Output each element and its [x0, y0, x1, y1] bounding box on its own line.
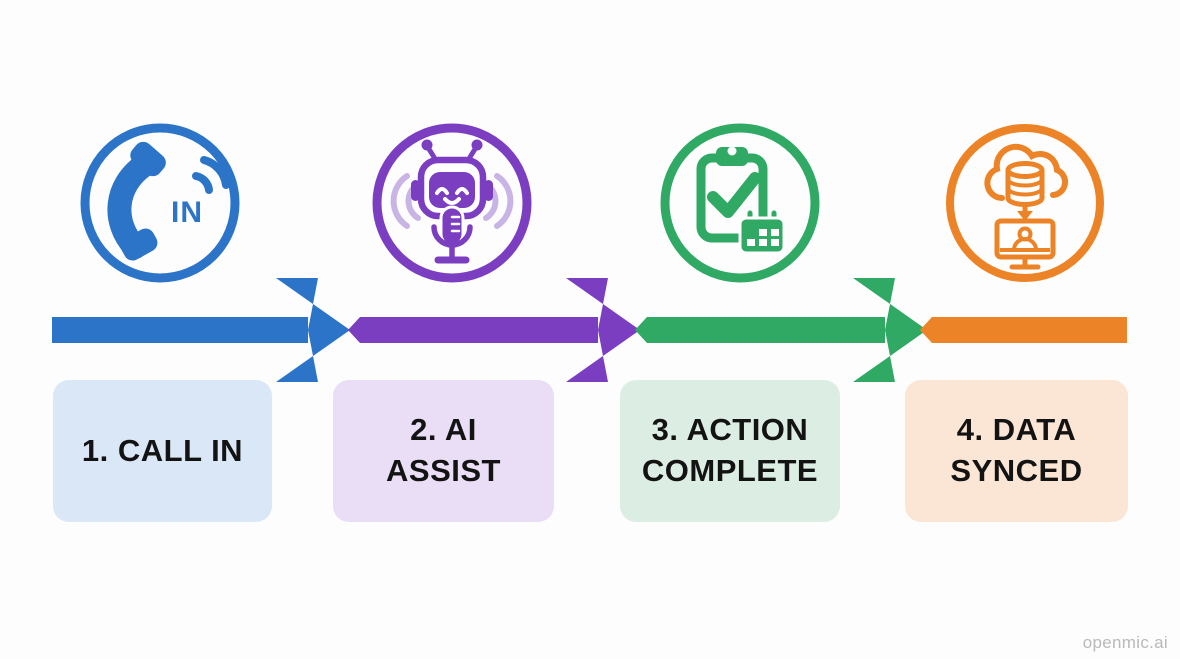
arrow-step3	[635, 278, 927, 382]
step2-label-box: 2. AI ASSIST	[333, 380, 554, 522]
microphone	[431, 205, 473, 264]
step3-label-box: 3. ACTION COMPLETE	[620, 380, 840, 522]
cloud-database-sync-icon	[946, 124, 1104, 282]
robot-eye-right	[455, 187, 469, 195]
step1-icon-wrap: IN	[75, 118, 245, 288]
signal-wave-small	[192, 172, 213, 194]
step2-label-line2: ASSIST	[386, 453, 501, 488]
step3-icon-wrap	[655, 118, 825, 288]
arrowhead-3	[853, 278, 927, 382]
calendar	[738, 210, 786, 255]
step1-label-line1: 1. CALL IN	[81, 432, 244, 468]
clipboard-clip	[716, 147, 748, 166]
watermark: openmic.ai	[1082, 633, 1168, 652]
robot-eye-left	[435, 187, 449, 195]
in-badge: IN	[171, 196, 203, 229]
cloud-outline	[984, 143, 1069, 201]
step3-label-line1: 3. ACTION	[651, 412, 809, 448]
download-arrow	[1017, 204, 1033, 221]
icon-ring	[946, 124, 1104, 282]
arrow-step2	[348, 278, 640, 382]
phone-handset	[107, 141, 166, 261]
step4-label-line2: SYNCED	[950, 453, 1083, 488]
signal-wave-large	[200, 156, 230, 189]
icon-ring	[660, 123, 820, 283]
step4-label-box: 4. DATA SYNCED	[905, 380, 1128, 522]
icon-ring	[80, 123, 240, 283]
arrowhead-1	[276, 278, 350, 382]
incoming-call-icon: IN	[80, 123, 240, 283]
flow-arrows	[52, 278, 1127, 382]
step3-label-line2: COMPLETE	[641, 453, 819, 488]
robot-smile	[443, 197, 461, 205]
step1-label-box: 1. CALL IN	[53, 380, 272, 522]
database-cylinder	[1005, 161, 1045, 207]
clipboard-check-calendar-icon	[660, 123, 820, 283]
step4-label-line1: 4. DATA	[956, 412, 1077, 448]
arrow-step1	[52, 278, 350, 382]
monitor-with-user	[994, 218, 1056, 270]
step2-label-line1: 2. AI	[410, 412, 477, 448]
arrow-step4	[920, 317, 1127, 343]
check-mark	[707, 172, 761, 218]
step4-icon-wrap	[940, 118, 1110, 288]
clip-notch	[727, 146, 737, 156]
arrowhead-2	[566, 278, 640, 382]
ai-voicebot-icon	[372, 123, 532, 283]
robot-head	[411, 139, 493, 220]
step2-icon-wrap	[367, 118, 537, 288]
icon-ring	[372, 123, 532, 283]
